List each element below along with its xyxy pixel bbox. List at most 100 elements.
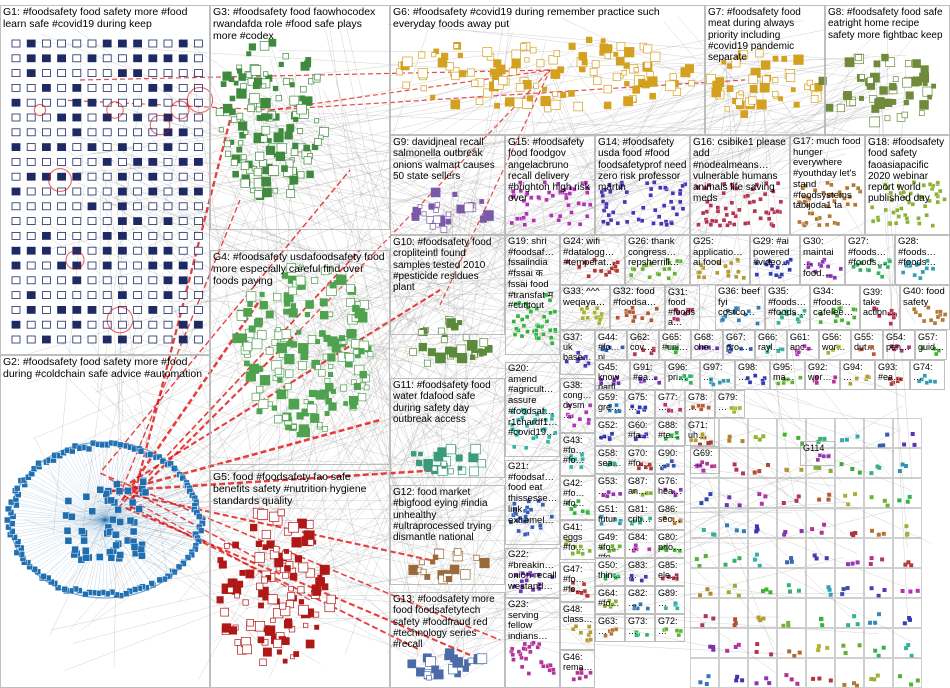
node <box>327 595 336 604</box>
node <box>663 516 667 520</box>
node <box>683 312 687 316</box>
node <box>795 682 799 686</box>
node <box>262 84 266 88</box>
node <box>753 558 757 562</box>
node <box>254 319 262 327</box>
node <box>689 438 693 442</box>
node <box>544 293 548 297</box>
node <box>452 72 460 80</box>
node <box>818 437 822 441</box>
node <box>789 556 793 560</box>
node <box>12 321 20 328</box>
node <box>326 398 332 404</box>
node <box>624 97 633 106</box>
node <box>885 186 889 190</box>
node <box>718 381 722 385</box>
node <box>853 492 857 496</box>
node <box>698 593 702 597</box>
node <box>935 192 939 196</box>
node <box>562 188 566 192</box>
node <box>883 183 887 187</box>
node <box>290 83 294 87</box>
node <box>894 221 898 225</box>
node <box>667 267 671 271</box>
node <box>27 99 35 106</box>
node <box>179 70 187 77</box>
node <box>791 88 795 92</box>
node <box>259 603 264 608</box>
node <box>291 304 296 309</box>
node <box>584 410 588 414</box>
edge <box>113 198 445 287</box>
node <box>27 306 35 313</box>
node <box>426 657 436 667</box>
node <box>164 84 172 91</box>
node <box>149 188 157 195</box>
node <box>603 604 607 608</box>
node <box>913 60 921 68</box>
edge <box>98 194 101 394</box>
node <box>550 575 554 579</box>
node <box>528 650 532 654</box>
node <box>776 266 780 270</box>
node <box>605 53 611 59</box>
node <box>250 188 255 193</box>
node <box>657 215 661 219</box>
node <box>803 200 807 204</box>
node <box>130 528 137 535</box>
node <box>705 220 709 224</box>
group-box <box>852 331 883 360</box>
node <box>149 144 157 151</box>
node <box>349 396 358 405</box>
node <box>664 437 668 441</box>
node <box>615 403 619 407</box>
node <box>316 340 320 344</box>
node <box>767 217 771 221</box>
node <box>12 336 20 343</box>
node <box>88 262 96 269</box>
node <box>617 381 621 385</box>
node <box>257 409 262 414</box>
node <box>600 515 604 519</box>
node <box>853 203 857 207</box>
node <box>421 569 426 574</box>
node <box>607 270 611 274</box>
node <box>134 40 142 47</box>
node <box>516 84 524 92</box>
node <box>569 43 575 49</box>
node <box>410 348 417 355</box>
node <box>584 181 588 185</box>
node <box>364 385 369 390</box>
node <box>88 203 96 210</box>
node <box>512 658 516 662</box>
node <box>27 55 35 62</box>
node <box>705 497 709 501</box>
node <box>88 321 96 328</box>
node <box>537 587 541 591</box>
node <box>83 554 90 561</box>
node <box>73 218 81 225</box>
node <box>298 343 308 353</box>
node <box>652 180 656 184</box>
node <box>312 585 319 592</box>
node <box>250 94 260 104</box>
node <box>525 203 529 207</box>
node <box>320 565 329 574</box>
node <box>581 316 585 320</box>
node <box>650 93 656 99</box>
node <box>103 99 111 106</box>
node <box>836 222 840 226</box>
node <box>601 347 605 351</box>
node <box>347 284 355 292</box>
node <box>108 554 115 561</box>
node <box>766 463 770 467</box>
node <box>65 498 72 505</box>
node <box>595 306 599 310</box>
node <box>527 672 531 676</box>
node <box>895 208 899 212</box>
node <box>922 183 926 187</box>
node <box>792 312 796 316</box>
node <box>244 308 252 316</box>
node <box>12 84 20 91</box>
node <box>726 379 730 383</box>
